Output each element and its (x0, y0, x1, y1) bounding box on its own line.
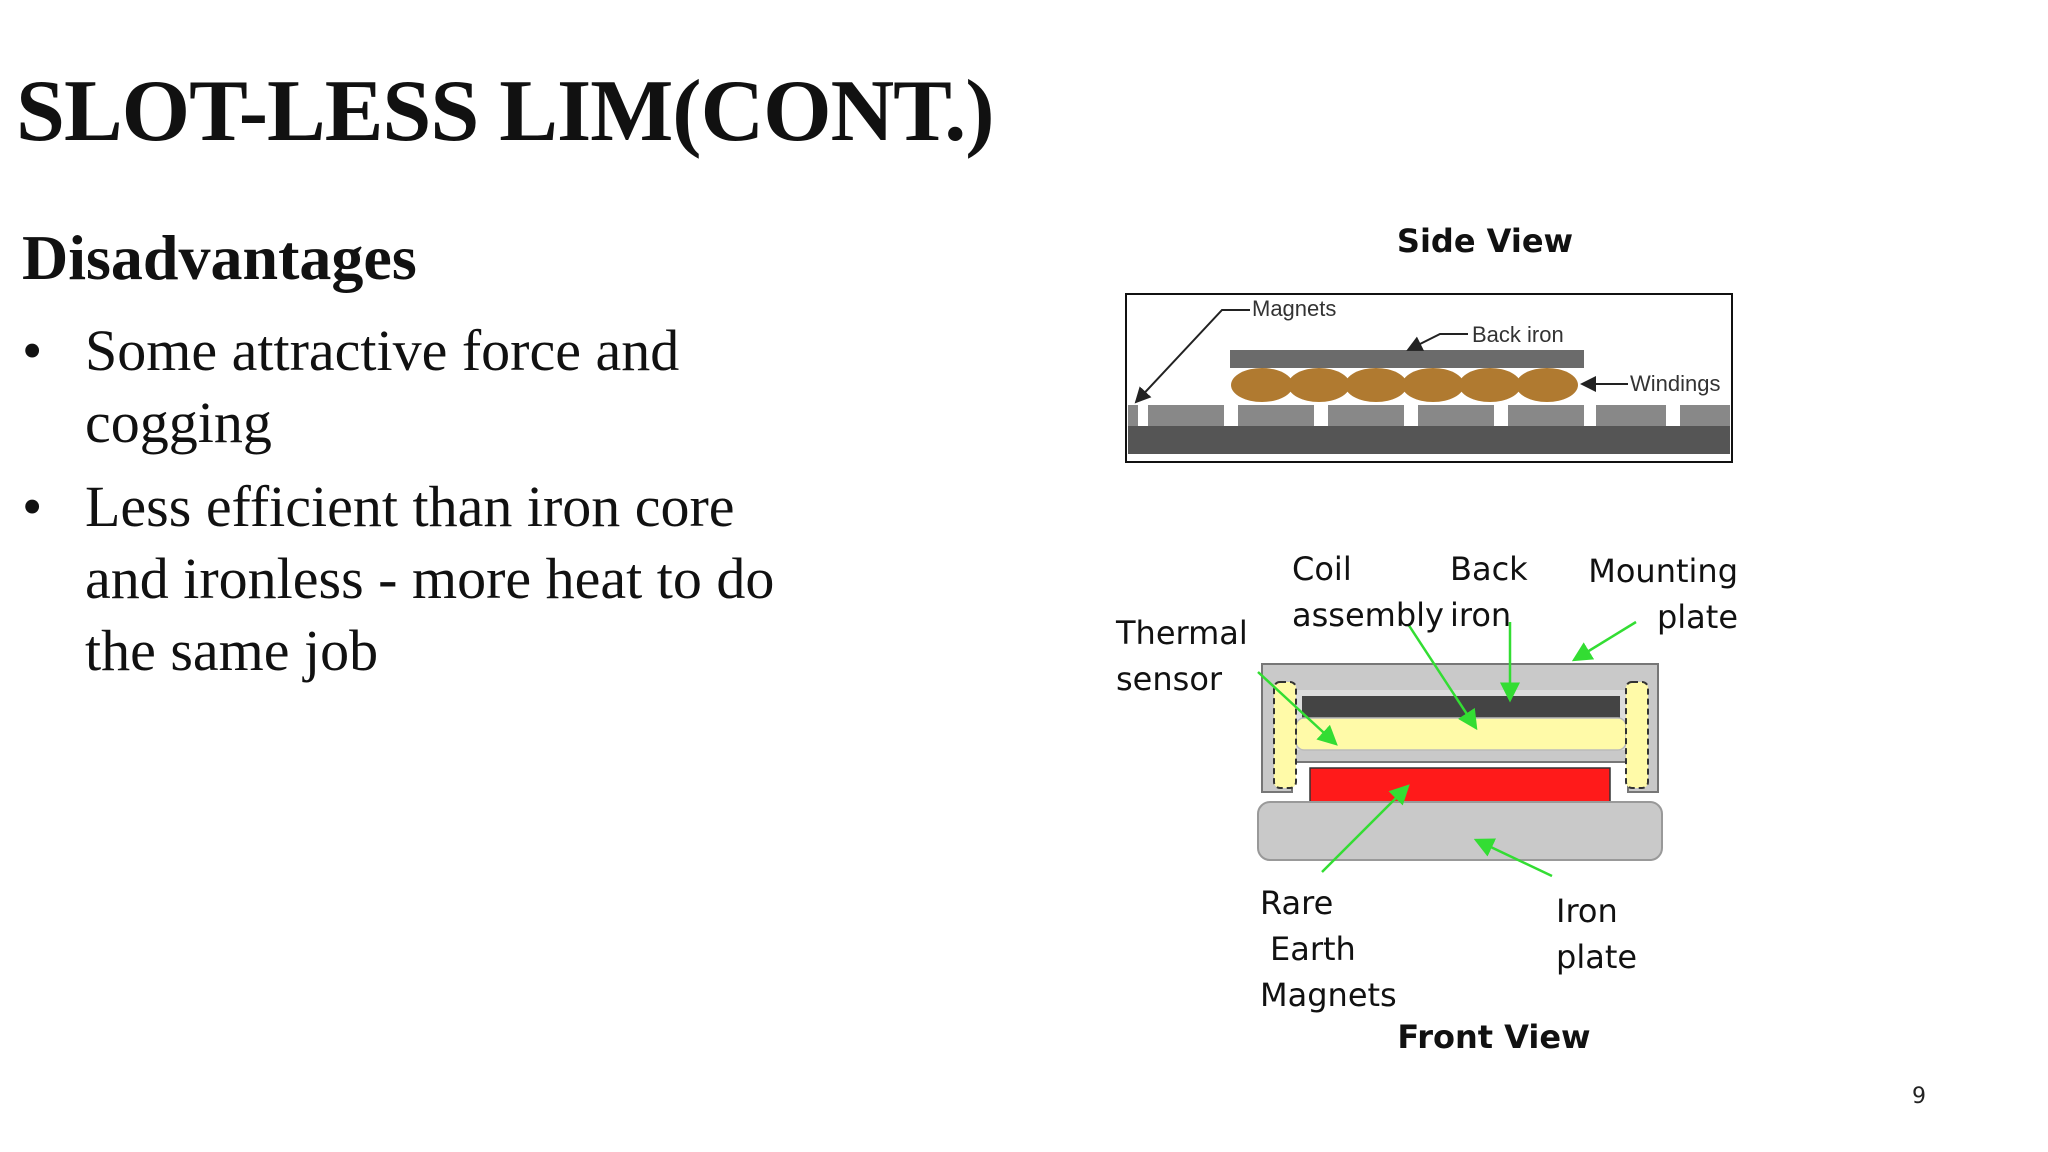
thermal-sensor-left (1273, 681, 1297, 789)
bullet-marker: • (22, 318, 43, 383)
list-item: • Less efficient than iron core and iron… (22, 471, 822, 687)
side-view-caption: Side View (1397, 222, 1573, 260)
bullet-line: Less efficient than iron core (85, 474, 735, 539)
iron-plate (1257, 801, 1663, 861)
bullet-line: cogging (85, 390, 272, 455)
rare-earth-label-line1: Rare (1260, 884, 1333, 922)
rare-earth-label-line3: Magnets (1260, 976, 1397, 1014)
thermal-pointer (1257, 671, 1338, 746)
side-base-plate (1128, 426, 1730, 454)
section-heading: Disadvantages (22, 222, 417, 293)
back-iron-leader (1406, 333, 1468, 351)
front-view-caption: Front View (1397, 1018, 1590, 1056)
bullet-line: Some attractive force and (85, 318, 680, 383)
mounting-label-line2: plate (1657, 598, 1738, 636)
thermal-label-line2: sensor (1116, 660, 1223, 698)
magnets-leader (1134, 309, 1250, 404)
page-number: 9 (1912, 1084, 1926, 1109)
mounting-label-line1: Mounting (1588, 552, 1738, 590)
side-view-diagram: Magnets Back iron Windings (1125, 293, 1733, 463)
iron-plate-pointer (1473, 838, 1553, 878)
thermal-sensor-right (1625, 681, 1649, 789)
back-iron-label-line2: iron (1450, 596, 1511, 634)
rare-earth-magnet (1309, 767, 1611, 805)
coil-assembly (1295, 717, 1627, 751)
back-iron-label-line1: Back (1450, 550, 1528, 588)
windings-label: Windings (1630, 371, 1720, 396)
rare-earth-label-line2: Earth (1270, 930, 1356, 968)
coil-label-line2: assembly (1292, 596, 1444, 634)
side-back-iron (1230, 350, 1584, 368)
magnet-pointer (1321, 784, 1410, 873)
side-windings (1231, 368, 1578, 402)
thermal-label-line1: Thermal (1115, 614, 1248, 652)
slide-title: SLOT-LESS LIM(CONT.) (16, 63, 995, 160)
side-teeth (1128, 405, 1730, 426)
mounting-pointer (1571, 620, 1637, 662)
bullet-line: the same job (85, 618, 379, 683)
magnets-label: Magnets (1252, 296, 1336, 321)
bullet-line: and ironless - more heat to do (85, 546, 775, 611)
front-back-iron (1302, 696, 1620, 720)
bullet-marker: • (22, 474, 43, 539)
bullet-list: • Some attractive force and cogging • Le… (22, 315, 822, 699)
front-view-diagram: Coil assembly Back iron Mounting plate T… (1115, 550, 1738, 1014)
iron-plate-label-line1: Iron (1556, 892, 1618, 930)
iron-plate-label-line2: plate (1556, 938, 1637, 976)
coil-pointer (1406, 623, 1478, 731)
coil-label-line1: Coil (1292, 550, 1352, 588)
back-iron-label: Back iron (1472, 322, 1564, 347)
list-item: • Some attractive force and cogging (22, 315, 822, 459)
